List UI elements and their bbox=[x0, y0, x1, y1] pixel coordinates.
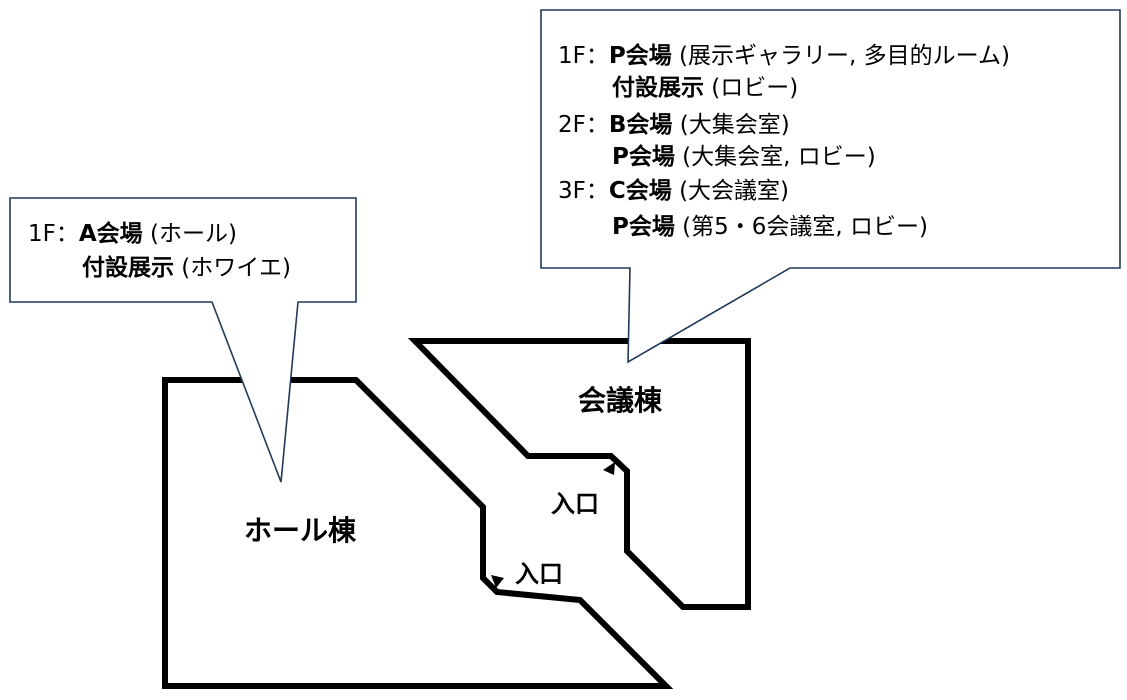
entrance-upper-arrow-icon bbox=[603, 462, 615, 475]
entrance-lower-label: 入口 bbox=[515, 560, 563, 588]
callout-right-line-2: 付設展示 (ロビー) bbox=[612, 74, 798, 101]
hall-building-outline bbox=[162, 377, 674, 689]
conference-building-outline bbox=[407, 338, 751, 610]
entrance-lower-arrow-icon bbox=[491, 575, 504, 588]
callout-right-text: 1F：P会場 (展示ギャラリー, 多目的ルーム) 付設展示 (ロビー) 2F：B… bbox=[558, 42, 1010, 240]
callout-left-line-2: 付設展示 (ホワイエ) bbox=[82, 254, 291, 281]
hall-building-label: ホール棟 bbox=[244, 514, 357, 547]
callout-right-line-1: 1F：P会場 (展示ギャラリー, 多目的ルーム) bbox=[558, 42, 1010, 69]
callout-left-box bbox=[9, 197, 357, 483]
conference-building-label: 会議棟 bbox=[578, 384, 663, 417]
callout-right-line-4: P会場 (大集会室, ロビー) bbox=[612, 143, 876, 170]
callout-right-line-3: 2F：B会場 (大集会室) bbox=[558, 111, 790, 138]
callout-right-line-6: P会場 (第5・6会議室, ロビー) bbox=[612, 213, 928, 240]
callout-right-box bbox=[540, 9, 1121, 364]
callout-left-text: 1F：A会場 (ホール) 付設展示 (ホワイエ) bbox=[28, 220, 291, 281]
callout-right-line-5: 3F：C会場 (大会議室) bbox=[558, 177, 789, 204]
entrance-upper-label: 入口 bbox=[551, 490, 599, 518]
callout-left-line-1: 1F：A会場 (ホール) bbox=[28, 220, 237, 247]
